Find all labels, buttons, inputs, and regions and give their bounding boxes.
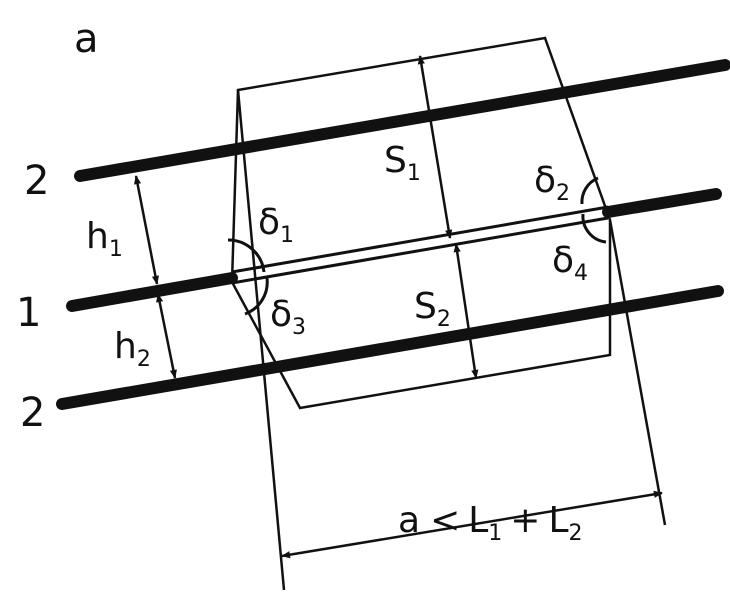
extension-line-right	[608, 219, 667, 526]
line-2-upper	[74, 59, 730, 182]
h2-dimension-arrow	[156, 293, 177, 379]
condition-label: a<L1+L2	[398, 500, 583, 546]
line-1-middle-left	[66, 272, 238, 312]
s1-label: S1	[384, 140, 421, 186]
strip-upper-edge	[231, 205, 609, 274]
d3-label: δ3	[270, 294, 306, 340]
d4-label: δ4	[552, 240, 588, 286]
line-label-2-upper: 2	[24, 158, 49, 204]
line-label-2-lower: 2	[20, 390, 45, 436]
strip-lower-edge	[231, 216, 609, 285]
s2-label: S2	[414, 286, 451, 332]
h1-label: h1	[86, 216, 123, 262]
angle-arc-d3	[244, 277, 269, 316]
d1-label: δ1	[258, 202, 294, 248]
angle-arc-d1	[227, 238, 266, 273]
a-dimension-arrow	[281, 490, 663, 559]
panel-label: a	[74, 16, 99, 62]
h2-label: h2	[114, 326, 151, 372]
line-1-middle-right	[602, 188, 722, 218]
angle-arc-d4	[581, 213, 607, 244]
h1-dimension-arrow	[134, 175, 159, 285]
line-2-lower	[56, 285, 724, 410]
line-label-1: 1	[16, 290, 41, 336]
d2-label: δ2	[534, 160, 570, 206]
s1-dimension-arrow	[417, 55, 453, 239]
extension-line-left	[236, 89, 286, 591]
angle-arc-d2	[580, 176, 599, 205]
s2-dimension-arrow	[453, 243, 479, 379]
